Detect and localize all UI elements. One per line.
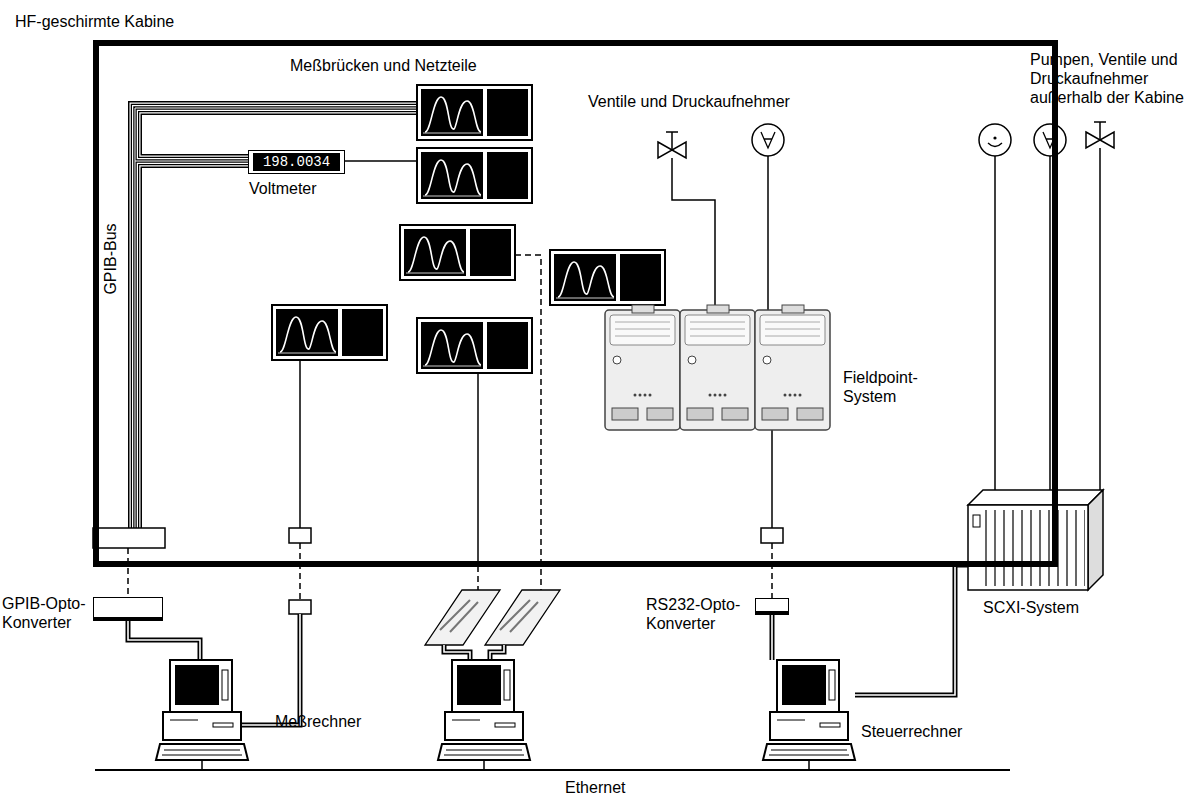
group-label: Meßbrücken und Netzteile bbox=[290, 56, 477, 75]
valve-symbol bbox=[1086, 122, 1114, 148]
instrument bbox=[400, 225, 515, 280]
fieldpoint-module bbox=[680, 305, 755, 430]
voltmeter: 198.0034Voltmeter bbox=[248, 150, 345, 174]
cable-connector bbox=[772, 615, 773, 660]
gpib-box bbox=[93, 528, 165, 548]
pressure-sensor bbox=[752, 124, 784, 156]
network-label: Ethernet bbox=[565, 778, 625, 797]
fieldpoint-module bbox=[605, 305, 680, 430]
bus-label: GPIB-Bus bbox=[101, 225, 120, 295]
control-computer: Steuerrechner bbox=[765, 660, 855, 760]
scxi-system: SCXI-System bbox=[968, 490, 1105, 590]
instrument bbox=[272, 305, 387, 360]
instrument bbox=[417, 148, 532, 203]
wires bbox=[95, 148, 1100, 770]
gpib-bus bbox=[135, 108, 417, 528]
pump-symbol bbox=[979, 124, 1011, 156]
fiber-optic bbox=[128, 255, 772, 600]
computer bbox=[763, 660, 855, 760]
computer bbox=[438, 660, 530, 760]
device-label: GPIB-Opto-Konverter bbox=[2, 594, 88, 632]
cabin-title: HF-geschirmte Kabine bbox=[15, 12, 174, 31]
scxi-rack bbox=[968, 490, 1103, 590]
converter bbox=[289, 528, 311, 543]
converter bbox=[289, 600, 311, 614]
device-label: RS232-Opto-Konverter bbox=[646, 595, 746, 633]
device-label: SCXI-System bbox=[983, 598, 1079, 617]
fieldpoint-system: Fieldpoint-System bbox=[605, 310, 835, 430]
group-label: Ventile und Druckaufnehmer bbox=[588, 92, 790, 111]
converter bbox=[761, 528, 783, 543]
card-chips bbox=[440, 600, 538, 632]
device-label: Steuerrechner bbox=[861, 722, 962, 741]
computer bbox=[156, 660, 248, 760]
device-label: Meßrechner bbox=[275, 712, 361, 731]
instrument bbox=[417, 318, 532, 373]
fieldpoint-module bbox=[755, 305, 830, 430]
device-label: Voltmeter bbox=[249, 179, 317, 198]
device-label: Fieldpoint-System bbox=[843, 368, 933, 406]
display-value: 198.0034 bbox=[253, 153, 340, 171]
instrument bbox=[417, 85, 532, 140]
shielded-cabin: HF-geschirmte Kabine198.0034VoltmeterFie… bbox=[93, 40, 1058, 567]
pressure-sensor bbox=[1034, 124, 1066, 156]
instrument bbox=[550, 250, 665, 305]
group-label: Pumpen, Ventile und Druckaufnehmer außer… bbox=[1030, 50, 1190, 108]
cable-connector bbox=[855, 565, 968, 695]
valve-symbol bbox=[658, 132, 686, 158]
gpib-opto-converter: GPIB-Opto-Konverter bbox=[93, 597, 163, 621]
rs232-opto-converter: RS232-Opto-Konverter bbox=[755, 598, 789, 615]
